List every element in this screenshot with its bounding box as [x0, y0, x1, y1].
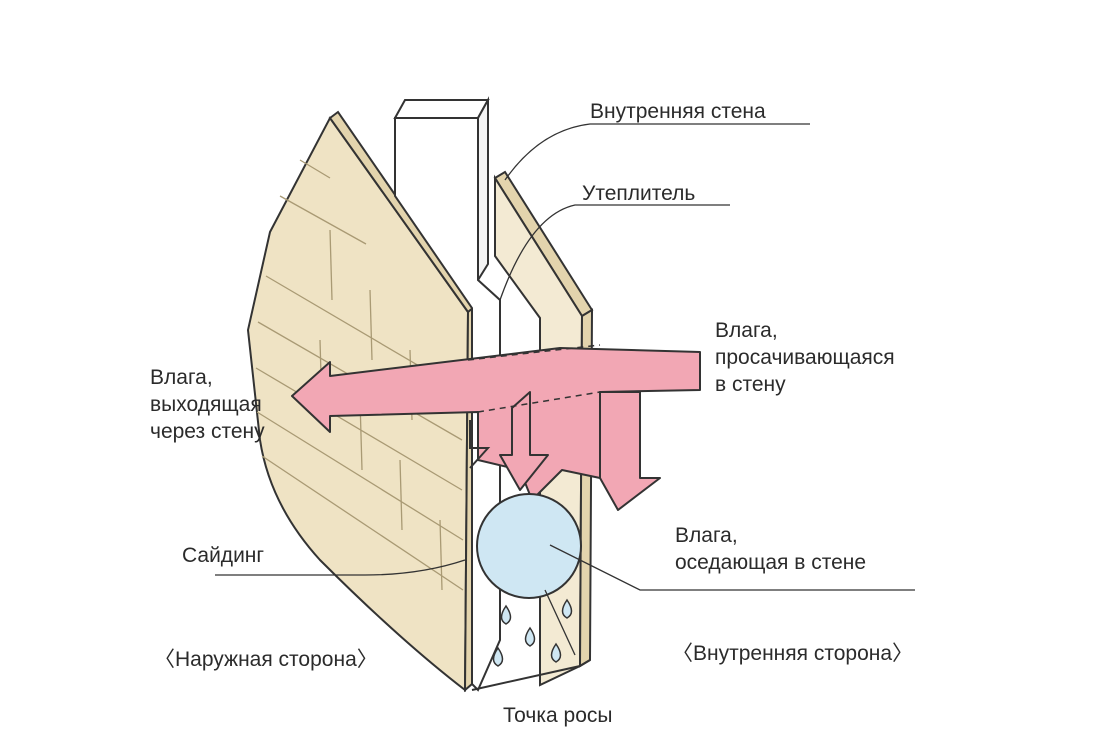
moisture-arrow [291, 344, 701, 511]
label-inner-wall: Внутренняя стена [590, 100, 766, 123]
insulation-block [393, 96, 501, 692]
label-outer-side: 〈Наружная сторона〉 [154, 648, 378, 671]
label-inner-side: 〈Внутренняя сторона〉 [672, 642, 914, 665]
condensation [476, 493, 582, 667]
label-dew-point: Точка росы [503, 704, 613, 727]
label-moisture-out: Влага, выходящая через стену [150, 366, 265, 443]
leader-lines [215, 123, 915, 656]
label-insulation: Утеплитель [582, 182, 696, 205]
label-moisture-in: Влага, просачивающаяся в стену [715, 319, 895, 396]
label-moisture-settling: Влага, оседающая в стене [675, 524, 867, 574]
label-siding: Сайдинг [182, 544, 265, 567]
